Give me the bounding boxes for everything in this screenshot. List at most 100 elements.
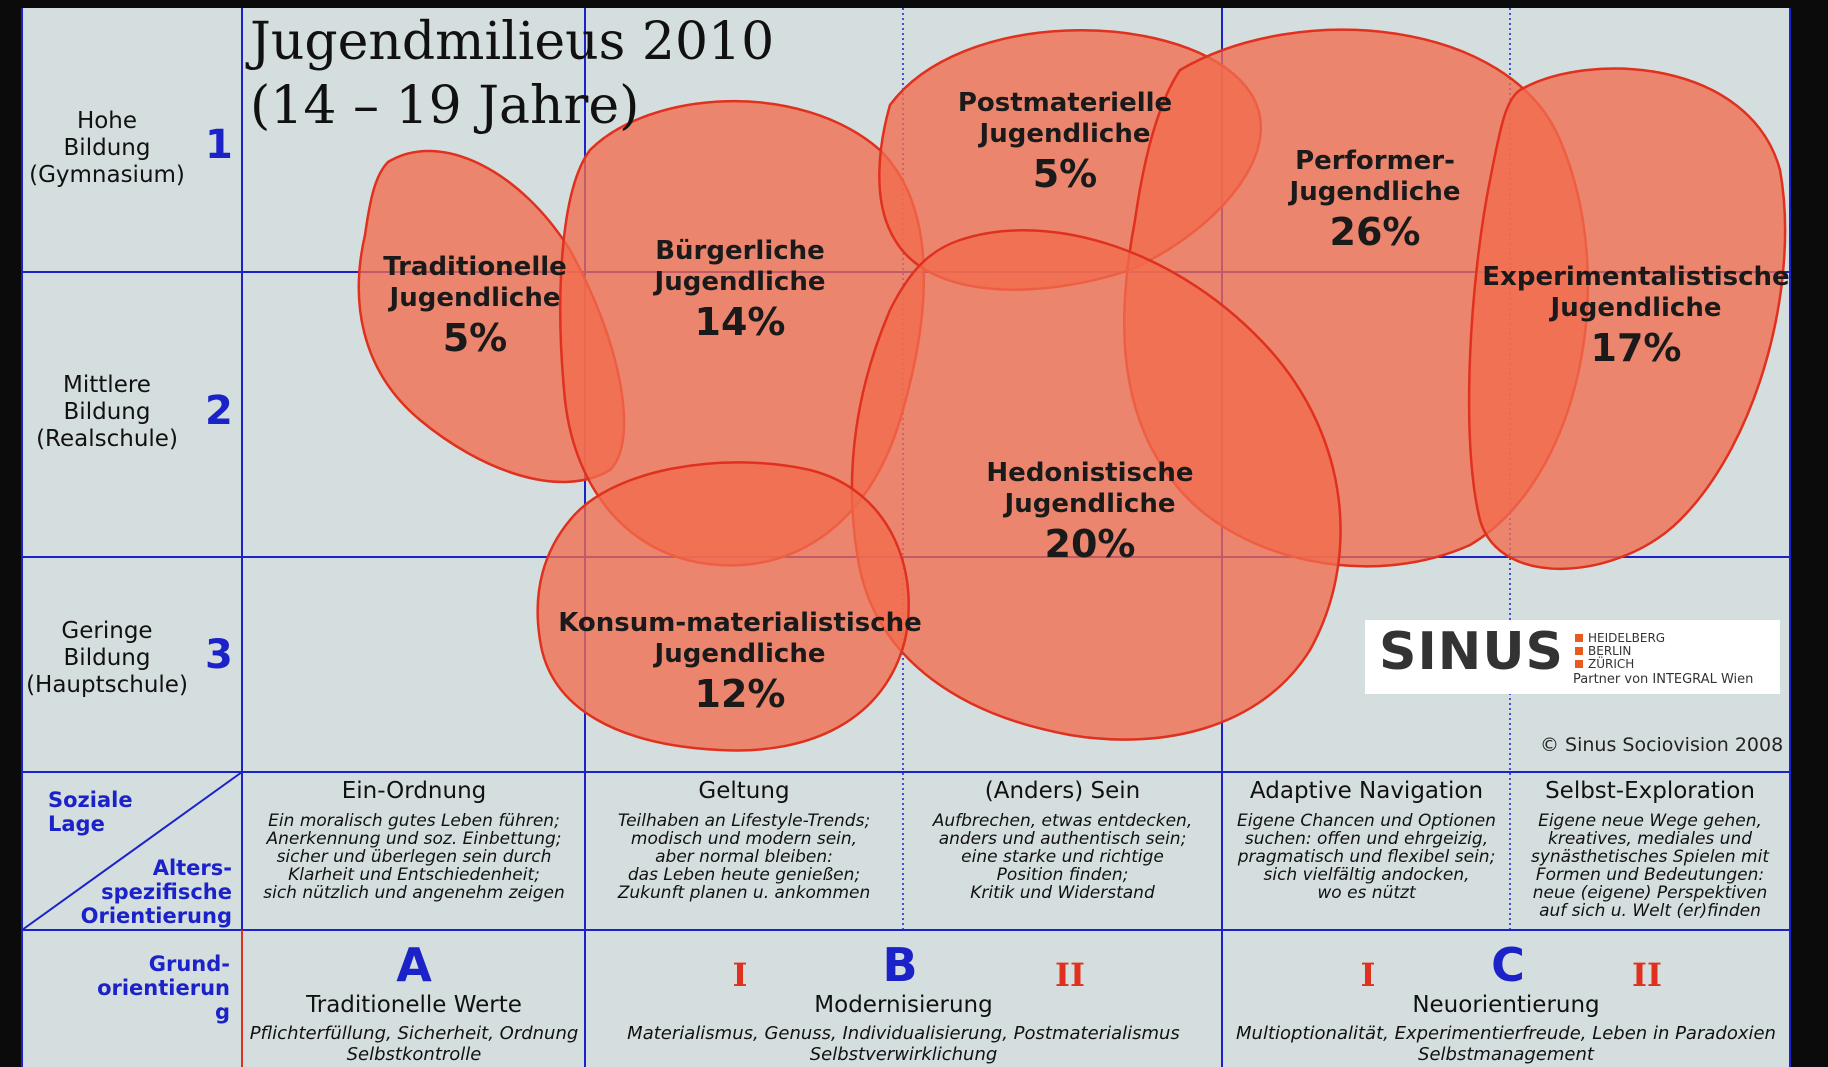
sinus-city-name: BERLIN	[1588, 644, 1632, 658]
orientation-desc-anders-sein: Aufbrechen, etwas entdecken, anders und …	[905, 812, 1220, 902]
orientation-line: neue (eigene) Perspektiven	[1532, 883, 1768, 903]
milieu-name: Jugendliche	[389, 283, 561, 313]
milieu-name: Postmaterielle	[957, 88, 1173, 118]
row-label-line: (Hauptschule)	[26, 672, 188, 698]
orientation-line: Eigene neue Wege gehen,	[1538, 811, 1762, 831]
milieu-name: Traditionelle	[383, 252, 567, 282]
row-number-2: 2	[205, 388, 233, 434]
row-number-1: 1	[205, 122, 233, 168]
grund-roman-c-left: I	[1360, 956, 1376, 994]
orientation-line: sich nützlich und angenehm zeigen	[263, 883, 565, 903]
sinus-city-name: ZÜRICH	[1588, 657, 1635, 671]
grund-letter-a: A	[396, 938, 432, 992]
milieu-label-buergerliche: Bürgerliche Jugendliche 14%	[620, 236, 860, 344]
milieu-percent: 12%	[694, 672, 786, 716]
sinus-logo: SINUS HEIDELBERG BERLIN ZÜRICH Partner v…	[1365, 620, 1780, 694]
grund-label-line: Grund-	[148, 952, 230, 976]
row-label-line: Bildung	[63, 399, 151, 425]
corner-diagonal	[21, 771, 243, 931]
milieu-name: Bürgerliche	[655, 236, 825, 266]
grund-sub-b: Materialismus, Genuss, Individualisierun…	[587, 1023, 1220, 1065]
row-label-line: Hohe	[76, 108, 138, 134]
orientation-line: auf sich u. Welt (er)finden	[1539, 901, 1761, 921]
orientation-line: anders und authentisch sein;	[938, 829, 1187, 849]
orientation-line: Klarheit und Entschiedenheit;	[288, 865, 540, 885]
milieu-percent: 5%	[1032, 152, 1098, 196]
orientation-title-anders-sein: (Anders) Sein	[984, 778, 1141, 804]
orientation-title-adaptive-navigation: Adaptive Navigation	[1249, 778, 1484, 804]
milieu-percent: 20%	[1044, 522, 1136, 566]
bubble-traditionelle	[357, 149, 626, 484]
orientation-line: kreatives, mediales und	[1547, 829, 1753, 849]
orientation-line: modisch und modern sein,	[630, 829, 858, 849]
milieu-name: Jugendliche	[654, 267, 826, 297]
milieu-name: Jugendliche	[979, 119, 1151, 149]
row-number-3: 3	[205, 632, 233, 678]
orientation-line: aber normal bleiben:	[655, 847, 833, 867]
title-line-1: Jugendmilieus 2010	[250, 12, 775, 72]
orientation-line: Anerkennung und soz. Einbettung;	[266, 829, 562, 849]
row-label-line: (Realschule)	[36, 426, 178, 452]
sinus-wordmark: SINUS	[1379, 622, 1564, 682]
orientation-line: Aufbrechen, etwas entdecken,	[932, 811, 1193, 831]
milieu-name: Konsum-materialistische	[558, 608, 922, 638]
milieu-label-traditionelle: Traditionelle Jugendliche 5%	[360, 252, 590, 360]
milieu-name: Jugendliche	[654, 639, 826, 669]
corner-line: Alters-	[152, 856, 232, 880]
orientation-desc-geltung: Teilhaben an Lifestyle-Trends; modisch u…	[587, 812, 901, 902]
grund-sub-a: Pflichterfüllung, Sicherheit, Ordnung Se…	[244, 1023, 584, 1065]
sinus-partner: Partner von INTEGRAL Wien	[1573, 672, 1754, 687]
milieu-label-postmaterielle: Postmaterielle Jugendliche 5%	[935, 88, 1195, 196]
milieu-name: Jugendliche	[1289, 177, 1461, 207]
milieu-name: Hedonistische	[986, 458, 1194, 488]
row-label-line: Bildung	[63, 645, 151, 671]
sinus-city: HEIDELBERG	[1575, 632, 1665, 645]
orientation-line: eine starke und richtige	[961, 847, 1164, 867]
orientation-line: Teilhaben an Lifestyle-Trends;	[617, 811, 871, 831]
orientation-line: Zukunft planen u. ankommen	[617, 883, 871, 903]
grund-name-a: Traditionelle Werte	[306, 992, 522, 1018]
corner-line: Lage	[48, 812, 105, 836]
milieu-label-konsum-materialistische: Konsum-materialistische Jugendliche 12%	[540, 608, 940, 716]
orientation-line: synästhetisches Spielen mit	[1530, 847, 1770, 867]
row-label-3: Geringe Bildung (Hauptschule)	[22, 618, 192, 699]
sinus-city-name: HEIDELBERG	[1588, 631, 1666, 645]
grund-label: Grund- orientierun g	[40, 952, 230, 1024]
sinus-city: ZÜRICH	[1575, 658, 1665, 671]
milieu-bubbles	[357, 28, 1787, 752]
logo-square-icon	[1575, 660, 1583, 668]
grund-label-line: orientierun	[97, 976, 230, 1000]
bubble-konsum-materialistische	[536, 461, 910, 752]
milieu-percent: 17%	[1590, 326, 1682, 370]
grund-roman-b-right: II	[1055, 956, 1085, 994]
orientation-desc-selbst-exploration: Eigene neue Wege gehen, kreatives, media…	[1512, 812, 1788, 920]
grund-name-c: Neuorientierung	[1412, 992, 1600, 1018]
corner-soziale-lage: Soziale Lage	[48, 788, 133, 836]
diagram-title: Jugendmilieus 2010 (14 – 19 Jahre)	[250, 10, 774, 138]
milieu-label-experimentalistische: Experimentalistische Jugendliche 17%	[1466, 262, 1806, 370]
milieu-percent: 5%	[442, 316, 508, 360]
milieu-label-performer: Performer- Jugendliche 26%	[1250, 146, 1500, 254]
row-label-line: Geringe	[61, 618, 153, 644]
corner-line: Soziale	[48, 788, 133, 812]
bubble-hedonistische	[850, 229, 1342, 741]
grund-letter-b: B	[882, 938, 918, 992]
grund-letter-c: C	[1491, 938, 1525, 992]
orientation-line: sich vielfältig andocken,	[1263, 865, 1470, 885]
orientation-desc-ein-ordnung: Ein moralisch gutes Leben führen; Anerke…	[244, 812, 584, 902]
logo-square-icon	[1575, 634, 1583, 642]
grund-sub-line: Selbstkontrolle	[346, 1044, 482, 1065]
bubble-experimentalistische	[1467, 67, 1787, 571]
orientation-line: sicher und überlegen sein durch	[276, 847, 552, 867]
orientation-line: Ein moralisch gutes Leben führen;	[268, 811, 560, 831]
grund-sub-line: Pflichterfüllung, Sicherheit, Ordnung	[249, 1023, 579, 1044]
grund-sub-line: Selbstverwirklichung	[809, 1044, 998, 1065]
milieu-name: Performer-	[1295, 146, 1455, 176]
milieu-label-hedonistische: Hedonistische Jugendliche 20%	[960, 458, 1220, 566]
logo-square-icon	[1575, 647, 1583, 655]
corner-line: Orientierung	[80, 904, 232, 928]
orientation-line: suchen: offen und ehrgeizig,	[1244, 829, 1489, 849]
row-label-line: (Gymnasium)	[29, 162, 185, 188]
